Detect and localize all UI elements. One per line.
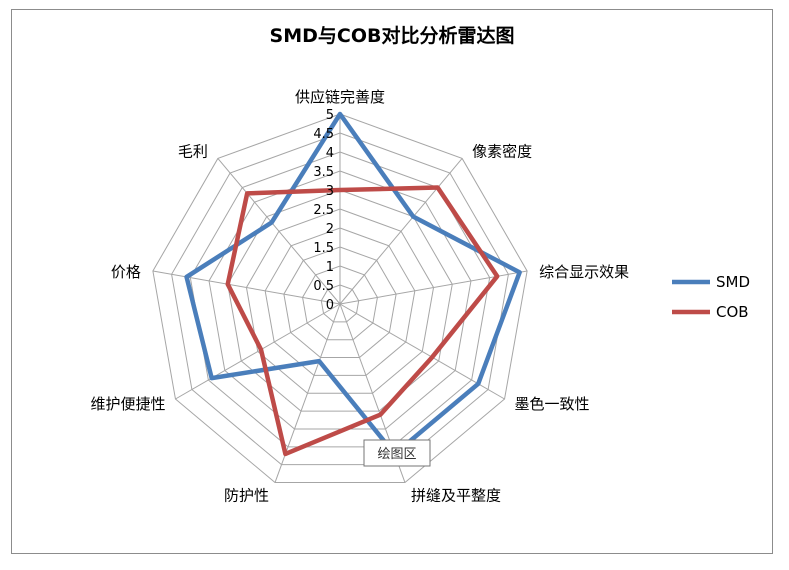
legend-entry[interactable]: SMD <box>716 273 750 291</box>
tick-label: 2.5 <box>313 203 334 218</box>
series-layer <box>184 111 522 457</box>
tick-label: 3 <box>326 184 334 199</box>
grid-ring <box>171 132 509 466</box>
tick-label: 1.5 <box>313 241 334 256</box>
axis-label: 价格 <box>111 263 141 281</box>
tick-label: 4.5 <box>313 127 334 142</box>
grid-spoke <box>152 270 341 305</box>
series-cob-line[interactable] <box>225 185 500 457</box>
chart-title: SMD与COB对比分析雷达图 <box>270 24 515 47</box>
axis-label: 毛利 <box>178 142 208 160</box>
grid-ring <box>227 189 453 412</box>
legend[interactable]: SMD COB <box>672 273 750 321</box>
grid-spoke <box>339 158 463 305</box>
tick-label: 0.5 <box>313 279 334 294</box>
tick-label: 2 <box>326 222 334 237</box>
grid-ring <box>245 208 435 394</box>
legend-entry[interactable]: COB <box>716 303 749 321</box>
radar-chart: SMD与COB对比分析雷达图 供应链完善度像素密度综合显示效果墨色一致性拼缝及平… <box>90 24 750 505</box>
axis-label: 供应链完善度 <box>295 88 385 106</box>
chart-area: SMD与COB对比分析雷达图 供应链完善度像素密度综合显示效果墨色一致性拼缝及平… <box>11 9 773 554</box>
tick-label: 0 <box>326 298 334 313</box>
grid-ring <box>152 113 528 484</box>
grid-ring <box>189 151 491 448</box>
tooltip-text: 绘图区 <box>377 447 416 462</box>
axis-label: 墨色一致性 <box>515 395 590 413</box>
axis-label: 拼缝及平整度 <box>411 487 501 505</box>
radar-grid <box>152 113 528 484</box>
tick-label: 1 <box>326 260 334 275</box>
tick-label: 3.5 <box>313 165 334 180</box>
grid-ring <box>283 246 397 359</box>
tick-label: 4 <box>326 146 334 161</box>
plot-area-tooltip: 绘图区 <box>363 439 431 467</box>
axis-label: 维护便捷性 <box>90 395 165 413</box>
grid-ring <box>264 227 416 376</box>
axis-label: 综合显示效果 <box>539 263 629 281</box>
tick-label: 5 <box>326 108 334 123</box>
tooltip-box <box>363 439 431 467</box>
grid-ring <box>320 284 360 323</box>
axis-label: 防护性 <box>224 487 269 505</box>
grid-spoke <box>175 303 341 400</box>
axis-label: 像素密度 <box>472 142 532 160</box>
grid-ring <box>302 265 378 341</box>
tick-labels: 0 0.5 1 1.5 2 2.5 3 3.5 4 4.5 5 <box>313 108 334 313</box>
series-smd-line[interactable] <box>184 111 522 457</box>
grid-spoke <box>217 158 341 305</box>
